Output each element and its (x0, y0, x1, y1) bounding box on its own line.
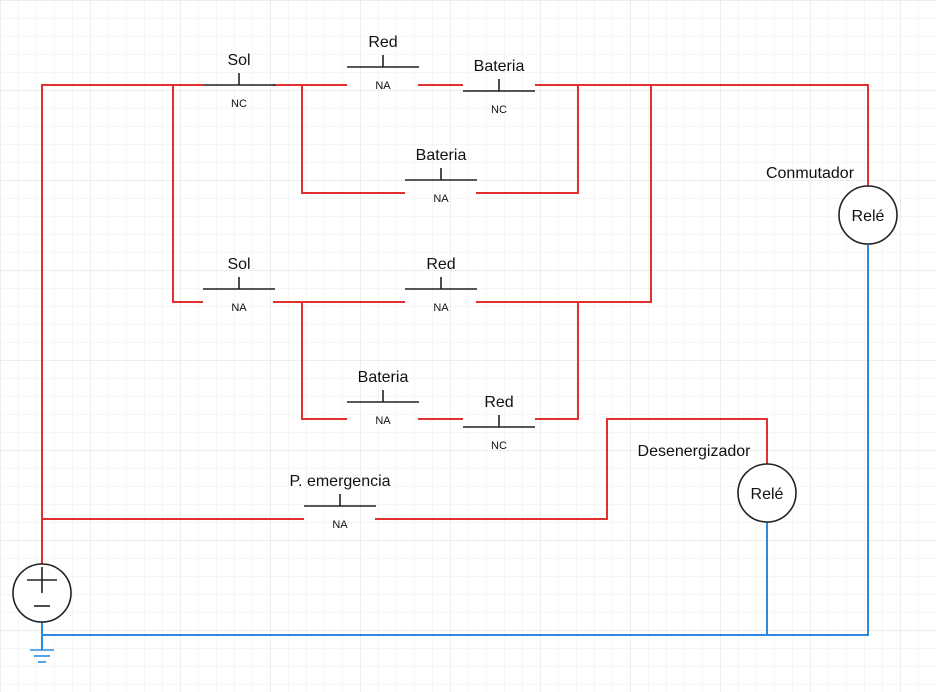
contact-label: Red (484, 394, 513, 411)
contact-type: NA (433, 193, 449, 205)
relay-desenergizador-label: Relé (751, 486, 784, 503)
ground-icon (30, 649, 54, 663)
contact-type: NA (375, 415, 391, 427)
relay-desenergizador-title: Desenergizador (638, 443, 752, 460)
dc-source (12, 563, 72, 623)
relay-conmutador: Relé Conmutador (766, 165, 898, 245)
contact-type: NC (491, 440, 507, 452)
contact-label: Red (368, 34, 397, 51)
contact-type: NA (375, 80, 391, 92)
contact-label: P. emergencia (289, 473, 390, 490)
live-wiring (41, 84, 869, 567)
contact-label: Sol (227, 256, 250, 273)
relay-conmutador-title: Conmutador (766, 165, 855, 182)
relay-desenergizador: Relé Desenergizador (638, 443, 797, 523)
contact-label: Bateria (474, 58, 525, 75)
contact-type: NA (433, 302, 449, 314)
contact-type: NA (332, 519, 348, 531)
contact-type: NA (231, 302, 247, 314)
contact-label: Sol (227, 52, 250, 69)
relay-coil-icon (838, 185, 898, 245)
return-wiring (41, 245, 869, 650)
contact-label: Red (426, 256, 455, 273)
contact-type: NC (231, 98, 247, 110)
relay-coil-icon (737, 463, 797, 523)
relay-conmutador-label: Relé (852, 208, 885, 225)
contact-label: Bateria (416, 147, 467, 164)
contact-type: NC (491, 104, 507, 116)
contacts-layer: SolNCRedNABateriaNCBateriaNASolNARedNABa… (203, 34, 535, 531)
contact-label: Bateria (358, 369, 409, 386)
